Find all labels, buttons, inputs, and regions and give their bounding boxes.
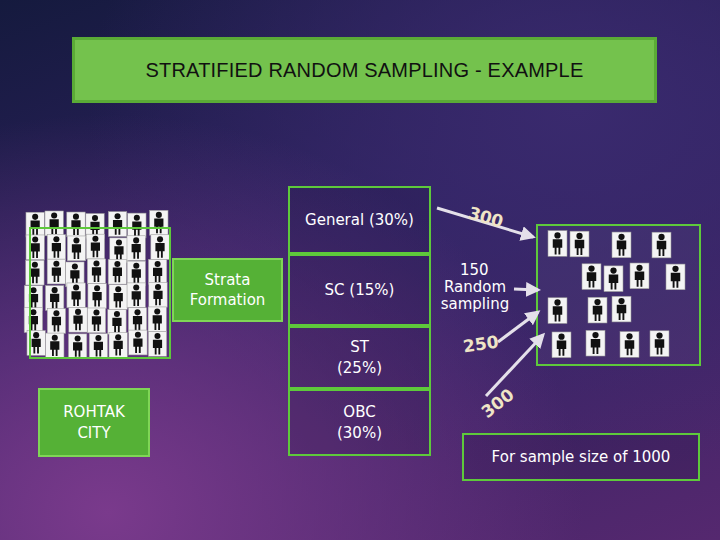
person-icon xyxy=(148,259,166,284)
person-icon xyxy=(612,232,631,258)
person-icon xyxy=(86,234,104,259)
count-label: 300 xyxy=(466,203,505,231)
person-icon xyxy=(127,236,145,261)
person-icon xyxy=(620,332,639,358)
person-icon xyxy=(89,333,107,358)
sampling-arrow xyxy=(498,312,538,342)
person-icon xyxy=(586,330,605,356)
person-icon xyxy=(570,231,589,257)
person-icon xyxy=(127,261,145,286)
stratum-box: ST (25%) xyxy=(288,326,431,389)
node-label: OBC (30%) xyxy=(330,402,390,443)
person-icon xyxy=(151,235,169,260)
person-icon xyxy=(45,286,63,311)
person-icon xyxy=(110,238,128,263)
person-icon xyxy=(68,334,86,359)
person-icon xyxy=(148,307,166,332)
node-label: Strata Formation xyxy=(183,270,273,311)
person-icon xyxy=(47,259,65,284)
person-icon xyxy=(652,232,671,258)
person-icon xyxy=(149,282,167,307)
person-icon xyxy=(650,331,669,357)
person-icon xyxy=(67,283,85,308)
slide-title: STRATIFIED RANDOM SAMPLING - EXAMPLE xyxy=(145,59,583,82)
count-label: 300 xyxy=(478,385,517,422)
city-box: ROHTAK CITY xyxy=(38,388,150,457)
method-label: Random sampling xyxy=(437,279,513,312)
person-icon xyxy=(127,283,145,308)
title-box: STRATIFIED RANDOM SAMPLING - EXAMPLE xyxy=(72,37,657,103)
person-icon xyxy=(26,260,44,285)
person-icon xyxy=(24,308,42,333)
person-icon xyxy=(108,309,126,334)
stratum-box: General (30%) xyxy=(288,186,431,254)
sampling-arrow xyxy=(514,289,538,290)
node-label: ST (25%) xyxy=(330,337,390,378)
population-frame xyxy=(30,228,170,358)
sample-illustration xyxy=(548,231,685,358)
person-icon xyxy=(108,259,126,284)
person-icon xyxy=(67,212,85,237)
person-icon xyxy=(604,266,623,292)
person-icon xyxy=(630,263,649,289)
person-icon xyxy=(26,235,44,260)
node-label: SC (15%) xyxy=(325,280,395,300)
node-label: ROHTAK CITY xyxy=(54,402,134,443)
count-label: 150 xyxy=(460,262,489,279)
node-label: For sample size of 1000 xyxy=(492,447,671,467)
person-icon xyxy=(128,213,146,238)
caption-box: For sample size of 1000 xyxy=(462,433,700,481)
person-icon xyxy=(88,284,106,309)
person-icon xyxy=(666,264,685,290)
person-icon xyxy=(87,259,105,284)
process-box: Strata Formation xyxy=(172,258,283,322)
person-icon xyxy=(148,331,166,356)
person-icon xyxy=(548,298,567,324)
person-icon xyxy=(128,308,146,333)
sample-frame xyxy=(537,225,700,365)
person-icon xyxy=(87,308,105,333)
stratum-box: OBC (30%) xyxy=(288,389,431,456)
person-icon xyxy=(26,212,44,237)
sampling-arrows xyxy=(437,208,543,396)
person-icon xyxy=(45,211,63,236)
stratum-box: SC (15%) xyxy=(288,254,431,326)
person-icon xyxy=(548,231,567,257)
person-icon xyxy=(47,235,65,260)
person-icon xyxy=(150,210,168,235)
population-illustration xyxy=(24,210,169,358)
count-label: 250 xyxy=(462,333,500,356)
person-icon xyxy=(109,333,127,358)
person-icon xyxy=(552,332,571,358)
person-icon xyxy=(612,296,631,322)
person-icon xyxy=(129,330,147,355)
person-icon xyxy=(109,285,127,310)
person-icon xyxy=(47,309,65,334)
person-icon xyxy=(46,333,64,358)
person-icon xyxy=(588,297,607,323)
person-icon xyxy=(108,212,126,237)
person-icon xyxy=(582,264,601,290)
person-icon xyxy=(69,307,87,332)
node-label: General (30%) xyxy=(305,210,414,230)
person-icon xyxy=(24,286,42,311)
person-icon xyxy=(67,236,85,261)
